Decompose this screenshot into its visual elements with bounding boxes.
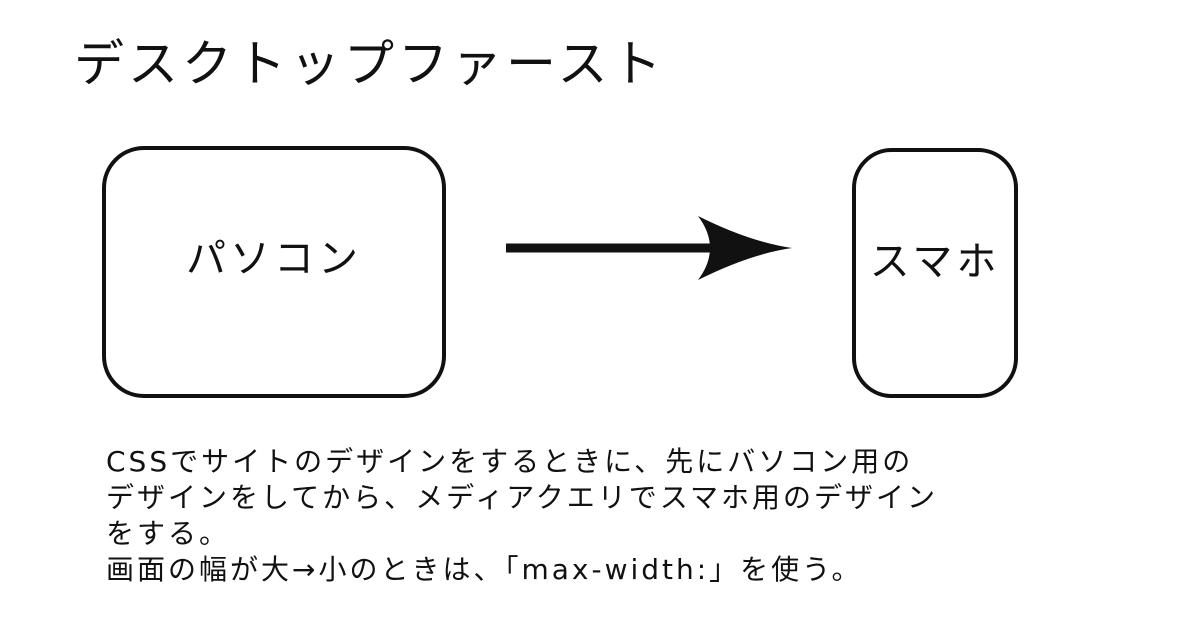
page-title: デスクトップファースト [74, 35, 666, 93]
pc-box: パソコン [102, 146, 446, 398]
description-line: 画面の幅が大→小のときは、「max-width:」を使う。 [106, 553, 863, 586]
pc-box-label: パソコン [186, 236, 362, 282]
smartphone-box: スマホ [852, 148, 1018, 398]
description: CSSでサイトのデザインをするときに、先にバソコン用の デザインをしてから、メデ… [106, 444, 938, 588]
smartphone-box-label: スマホ [869, 239, 1001, 285]
arrow-head [698, 216, 792, 280]
right-arrow-icon [506, 216, 792, 280]
description-line: をする。 [106, 517, 231, 550]
description-line: デザインをしてから、メディアクエリでスマホ用のデザイン [106, 481, 938, 514]
description-line: CSSでサイトのデザインをするときに、先にバソコン用の [106, 445, 914, 478]
